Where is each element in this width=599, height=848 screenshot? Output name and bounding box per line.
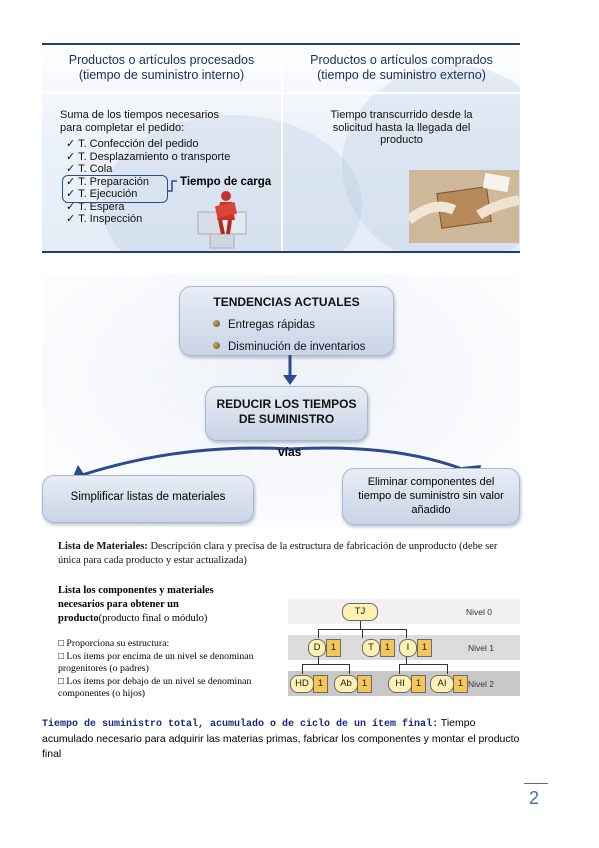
table-divider (281, 45, 283, 251)
tree-connector (318, 629, 319, 638)
time-list: ✓ T. Confección del pedido ✓ T. Desplaza… (66, 138, 230, 226)
total-lead-time-text: Tiempo acumulado necesario para adquirir… (42, 717, 520, 760)
tree-node: HI (388, 675, 412, 693)
trend-text: Entregas rápidas (228, 319, 315, 331)
page-number: 2 (529, 788, 540, 808)
tree-node-qty: 1 (326, 639, 341, 657)
current-trends-title: TENDENCIAS ACTUALES (213, 295, 360, 309)
lista-label: Lista de Materiales: (58, 541, 148, 552)
tree-node-qty: 1 (313, 675, 328, 693)
list-item: ✓ T. Confección del pedido (66, 138, 199, 150)
package-handover-icon (409, 170, 519, 243)
tree-node: T (362, 639, 380, 657)
tree-connector (362, 629, 363, 638)
page-number-rule (524, 783, 548, 784)
tree-connector (406, 655, 407, 664)
list-item: ✓ T. Cola (66, 163, 113, 175)
trend-bullet: Entregas rápidas (213, 315, 393, 333)
level-label: Nivel 2 (468, 679, 494, 689)
tree-node-root: TJ (342, 603, 378, 621)
vias-label: vías (278, 445, 302, 459)
product-structure-tree: Nivel 0 Nivel 1 Nivel 2 TJ D 1 T 1 I 1 H… (288, 598, 520, 698)
puzzle-figure-icon (197, 191, 247, 249)
structure-bullet: □ Los ítems por debajo de un nivel se de… (58, 675, 252, 700)
tree-node-qty: 1 (417, 639, 432, 657)
left-column-header: Productos o artículos procesados (tiempo… (68, 53, 255, 82)
tree-node-qty: 1 (411, 675, 426, 693)
tree-connector (302, 664, 303, 674)
lista-materiales-paragraph: Lista de Materiales: Descripción clara y… (58, 540, 520, 568)
list-item: ✓ T. Inspección (66, 213, 143, 225)
tree-node-qty: 1 (453, 675, 468, 693)
simplify-lists-box: Simplificar listas de materiales (42, 475, 254, 523)
tree-node: I (399, 639, 417, 657)
reduce-times-title: REDUCIR LOS TIEMPOS DE SUMINISTRO (216, 397, 357, 426)
tree-connector (349, 664, 350, 674)
trend-text: Disminución de inventarios (228, 341, 366, 353)
tree-connector (360, 619, 361, 629)
tree-node: HD (290, 675, 314, 693)
comparison-table: Productos o artículos procesados (tiempo… (42, 43, 520, 253)
remove-components-text: Eliminar componentes del tiempo de sumin… (358, 476, 504, 516)
reduce-times-box: REDUCIR LOS TIEMPOS DE SUMINISTRO (205, 386, 368, 441)
tree-connector (447, 664, 448, 674)
left-intro-text: Suma de los tiempos necesarios para comp… (60, 109, 219, 134)
tree-node-qty: 1 (380, 639, 395, 657)
total-lead-time-paragraph: Tiempo de suministro total, acumulado o … (42, 716, 522, 762)
total-lead-time-label: Tiempo de suministro total, acumulado o … (42, 719, 439, 730)
structure-bullet: □ Proporciona su estructura: (58, 638, 170, 649)
components-normal-text: (producto final o módulo) (98, 613, 208, 624)
components-description: Lista los componentes y materiales neces… (58, 584, 258, 626)
tree-node: Ab (334, 675, 358, 693)
current-trends-box: TENDENCIAS ACTUALES Entregas rápidas Dis… (179, 286, 394, 356)
trends-diagram: TENDENCIAS ACTUALES Entregas rápidas Dis… (42, 275, 520, 527)
tree-node: AI (430, 675, 454, 693)
level-label: Nivel 1 (468, 643, 494, 653)
list-item: ✓ T. Preparación (66, 175, 149, 188)
carga-label: Tiempo de carga (180, 176, 272, 188)
lista-text: Descripción clara y precisa de la estruc… (58, 541, 498, 566)
level-label: Nivel 0 (466, 607, 492, 617)
simplify-lists-text: Simplificar listas de materiales (70, 491, 226, 503)
list-item: ✓ T. Desplazamiento o transporte (66, 150, 231, 163)
bracket-connector (167, 180, 177, 192)
tree-connector (399, 664, 447, 665)
remove-components-box: Eliminar componentes del tiempo de sumin… (342, 468, 520, 525)
right-description: Tiempo transcurrido desde la solicitud h… (330, 109, 473, 146)
carga-group-box (62, 175, 168, 203)
tree-connector (406, 629, 407, 638)
trend-bullet: Disminución de inventarios (213, 337, 393, 355)
list-item: ✓ T. Espera (66, 200, 125, 213)
tree-node-qty: 1 (357, 675, 372, 693)
tree-connector (399, 664, 400, 674)
tree-connector (318, 655, 319, 664)
right-column-header: Productos o artículos comprados (tiempo … (310, 53, 493, 82)
structure-bullets: □ Proporciona su estructura: □ Los ítems… (58, 638, 273, 701)
level-band (288, 599, 520, 624)
bullet-icon (213, 320, 220, 328)
list-item: ✓ T. Ejecución (66, 188, 138, 200)
tree-node: D (308, 639, 326, 657)
structure-bullet: □ Los ítems por encima de un nivel se de… (58, 650, 254, 675)
package-photo (409, 170, 519, 243)
components-bold-text: Lista los componentes y materiales neces… (58, 585, 214, 624)
bullet-icon (213, 342, 220, 350)
tree-connector (302, 664, 349, 665)
